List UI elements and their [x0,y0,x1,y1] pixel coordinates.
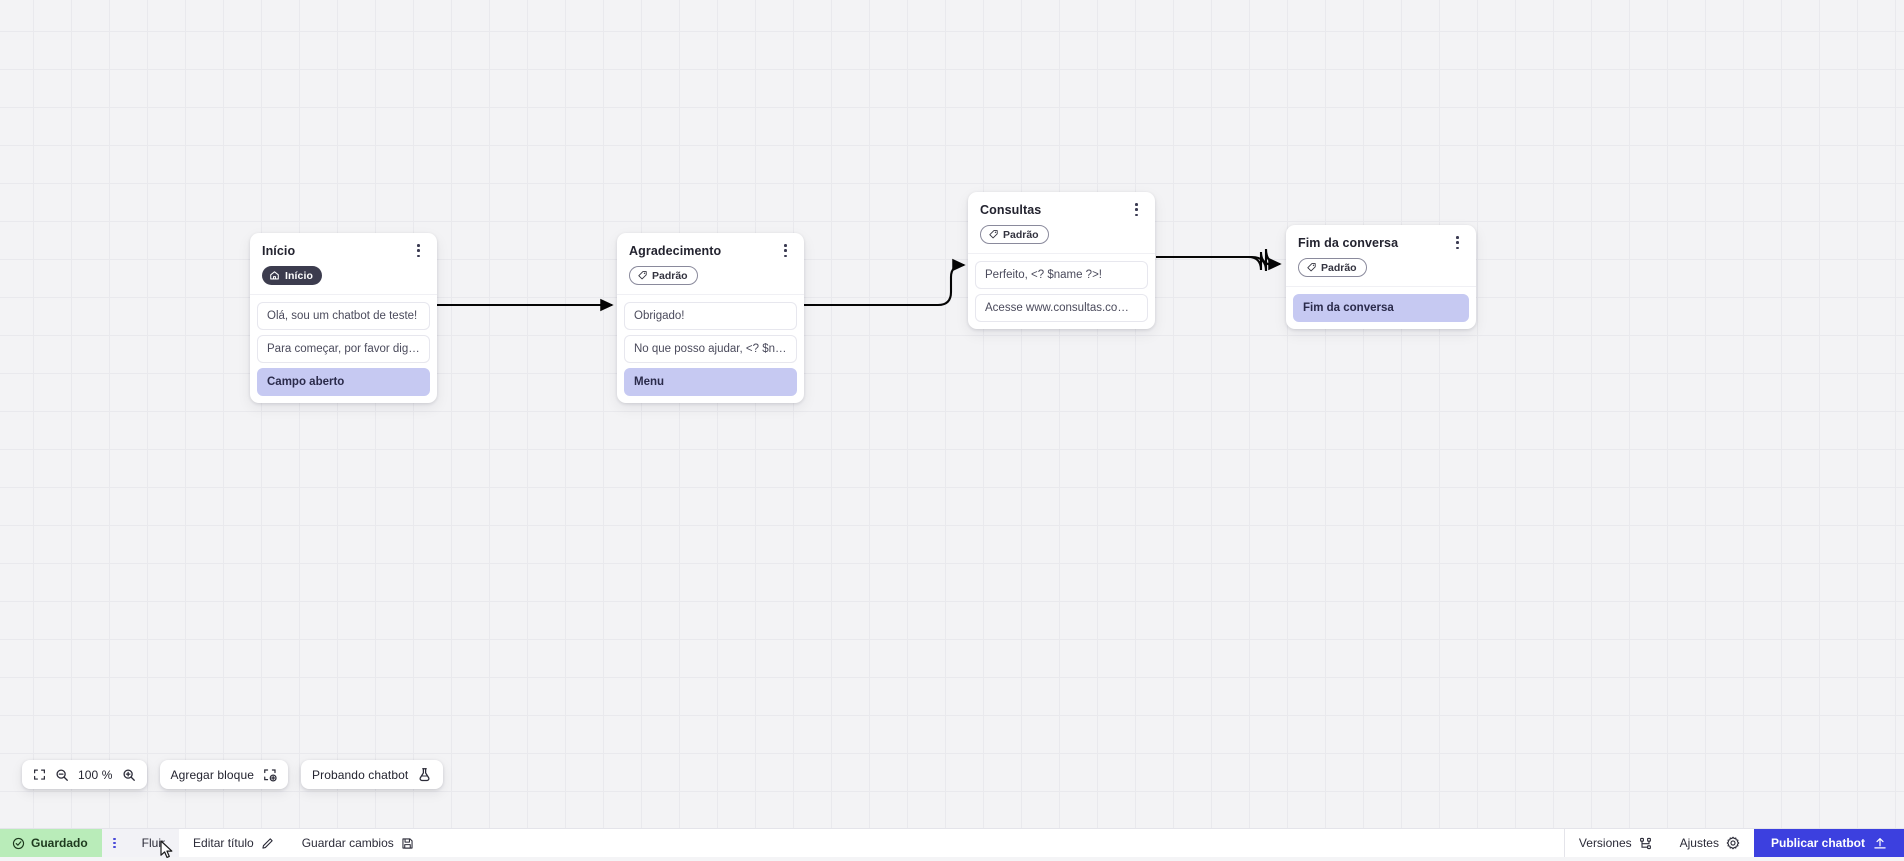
edge-consultas-fim [1156,252,1274,270]
add-block-icon[interactable] [263,768,277,782]
node-row[interactable]: Obrigado! [624,302,797,330]
node-title: Consultas [980,203,1041,217]
saved-status-label: Guardado [31,836,88,850]
tab-fluir-label: Fluir [142,836,165,850]
node-badge-row: Padrão [980,225,1143,253]
zoom-level-label: 100 % [78,768,113,782]
node-title: Fim da conversa [1298,236,1398,250]
save-icon [401,837,414,850]
node-row[interactable]: Perfeito, <? $name ?>! [975,261,1148,289]
node-fim-da-conversa[interactable]: Fim da conversa Padrão Fim da conversa [1286,225,1476,329]
node-header: Agradecimento Padrão [617,233,804,294]
node-header: Fim da conversa Padrão [1286,225,1476,286]
upload-icon [1873,836,1887,850]
edit-title-button[interactable]: Editar título [179,829,288,857]
start-badge: Início [262,266,322,285]
versions-button[interactable]: Versiones [1565,829,1666,857]
tag-icon [637,270,648,281]
node-badge-row: Padrão [1298,258,1464,286]
kebab-menu-icon[interactable] [1450,235,1464,251]
home-icon [269,270,280,281]
node-row-accent[interactable]: Campo aberto [257,368,430,396]
node-header: Consultas Padrão [968,192,1155,253]
settings-button[interactable]: Ajustes [1666,829,1754,857]
test-chatbot-button[interactable]: Probando chatbot [301,760,443,789]
bottom-bar-left: Guardado Fluir Editar título Guardar cam… [0,829,428,857]
gear-icon [1726,836,1740,850]
node-rows: Perfeito, <? $name ?>! Acesse www.consul… [968,261,1155,322]
default-badge-label: Padrão [652,270,688,282]
node-row-accent[interactable]: Menu [624,368,797,396]
pencil-icon [261,837,274,850]
flow-canvas[interactable]: Início Início Olá, sou um chatbot de tes… [0,0,1904,829]
branch-icon [1639,837,1652,850]
edge-agradecimento-consultas [803,265,964,305]
bottom-bar-kebab-menu-icon[interactable] [102,829,128,857]
kebab-menu-icon[interactable] [411,243,425,259]
node-rows: Fim da conversa [1286,294,1476,322]
flask-icon[interactable] [417,767,432,782]
node-title: Agradecimento [629,244,721,258]
edit-title-label: Editar título [193,836,254,850]
tag-icon [988,229,999,240]
default-badge: Padrão [629,266,698,285]
bottom-bar-right: Versiones Ajustes Publicar chatbot [1564,829,1904,857]
zoom-in-icon[interactable] [122,768,136,782]
node-row[interactable]: Olá, sou um chatbot de teste! [257,302,430,330]
saved-status-badge: Guardado [0,829,102,857]
default-badge: Padrão [1298,258,1367,277]
settings-label: Ajustes [1680,836,1719,850]
fullscreen-icon[interactable] [33,768,46,781]
start-badge-label: Início [285,270,313,282]
kebab-menu-icon[interactable] [1129,202,1143,218]
versions-label: Versiones [1579,836,1632,850]
connector-edges [0,0,1904,829]
node-inicio[interactable]: Início Início Olá, sou um chatbot de tes… [250,233,437,403]
add-block-button[interactable]: Agregar bloque [160,760,288,789]
bottom-bar-spacer [428,829,1564,857]
canvas-toolbar: 100 % Agregar bloque Probando chatbot [22,760,443,789]
tag-icon [1306,262,1317,273]
node-consultas[interactable]: Consultas Padrão Perfeito, <? $name ?>! … [968,192,1155,329]
bottom-status-bar: Guardado Fluir Editar título Guardar cam… [0,828,1904,857]
add-block-label: Agregar bloque [171,768,254,782]
node-header: Início Início [250,233,437,294]
node-rows: Obrigado! No que posso ajudar, <? $name … [617,302,804,396]
node-agradecimento[interactable]: Agradecimento Padrão Obrigado! No que po… [617,233,804,403]
publish-chatbot-label: Publicar chatbot [1771,836,1865,850]
kebab-menu-icon[interactable] [778,243,792,259]
test-chatbot-label: Probando chatbot [312,768,408,782]
node-row-accent[interactable]: Fim da conversa [1293,294,1469,322]
save-changes-button[interactable]: Guardar cambios [288,829,428,857]
node-title: Início [262,244,295,258]
default-badge-label: Padrão [1003,229,1039,241]
node-row[interactable]: Para começar, por favor digite o ... [257,335,430,363]
save-changes-label: Guardar cambios [302,836,394,850]
node-row[interactable]: Acesse www.consultas.com par... [975,294,1148,322]
tab-fluir[interactable]: Fluir [128,829,179,857]
default-badge: Padrão [980,225,1049,244]
node-row[interactable]: No que posso ajudar, <? $name ... [624,335,797,363]
node-badge-row: Padrão [629,266,792,294]
edge-consultas-fim-tail [1156,249,1280,271]
default-badge-label: Padrão [1321,262,1357,274]
zoom-controls: 100 % [22,760,147,789]
node-badge-row: Início [262,266,425,294]
node-rows: Olá, sou um chatbot de teste! Para começ… [250,302,437,396]
publish-chatbot-button[interactable]: Publicar chatbot [1754,829,1904,857]
check-circle-icon [12,837,25,850]
zoom-out-icon[interactable] [55,768,69,782]
